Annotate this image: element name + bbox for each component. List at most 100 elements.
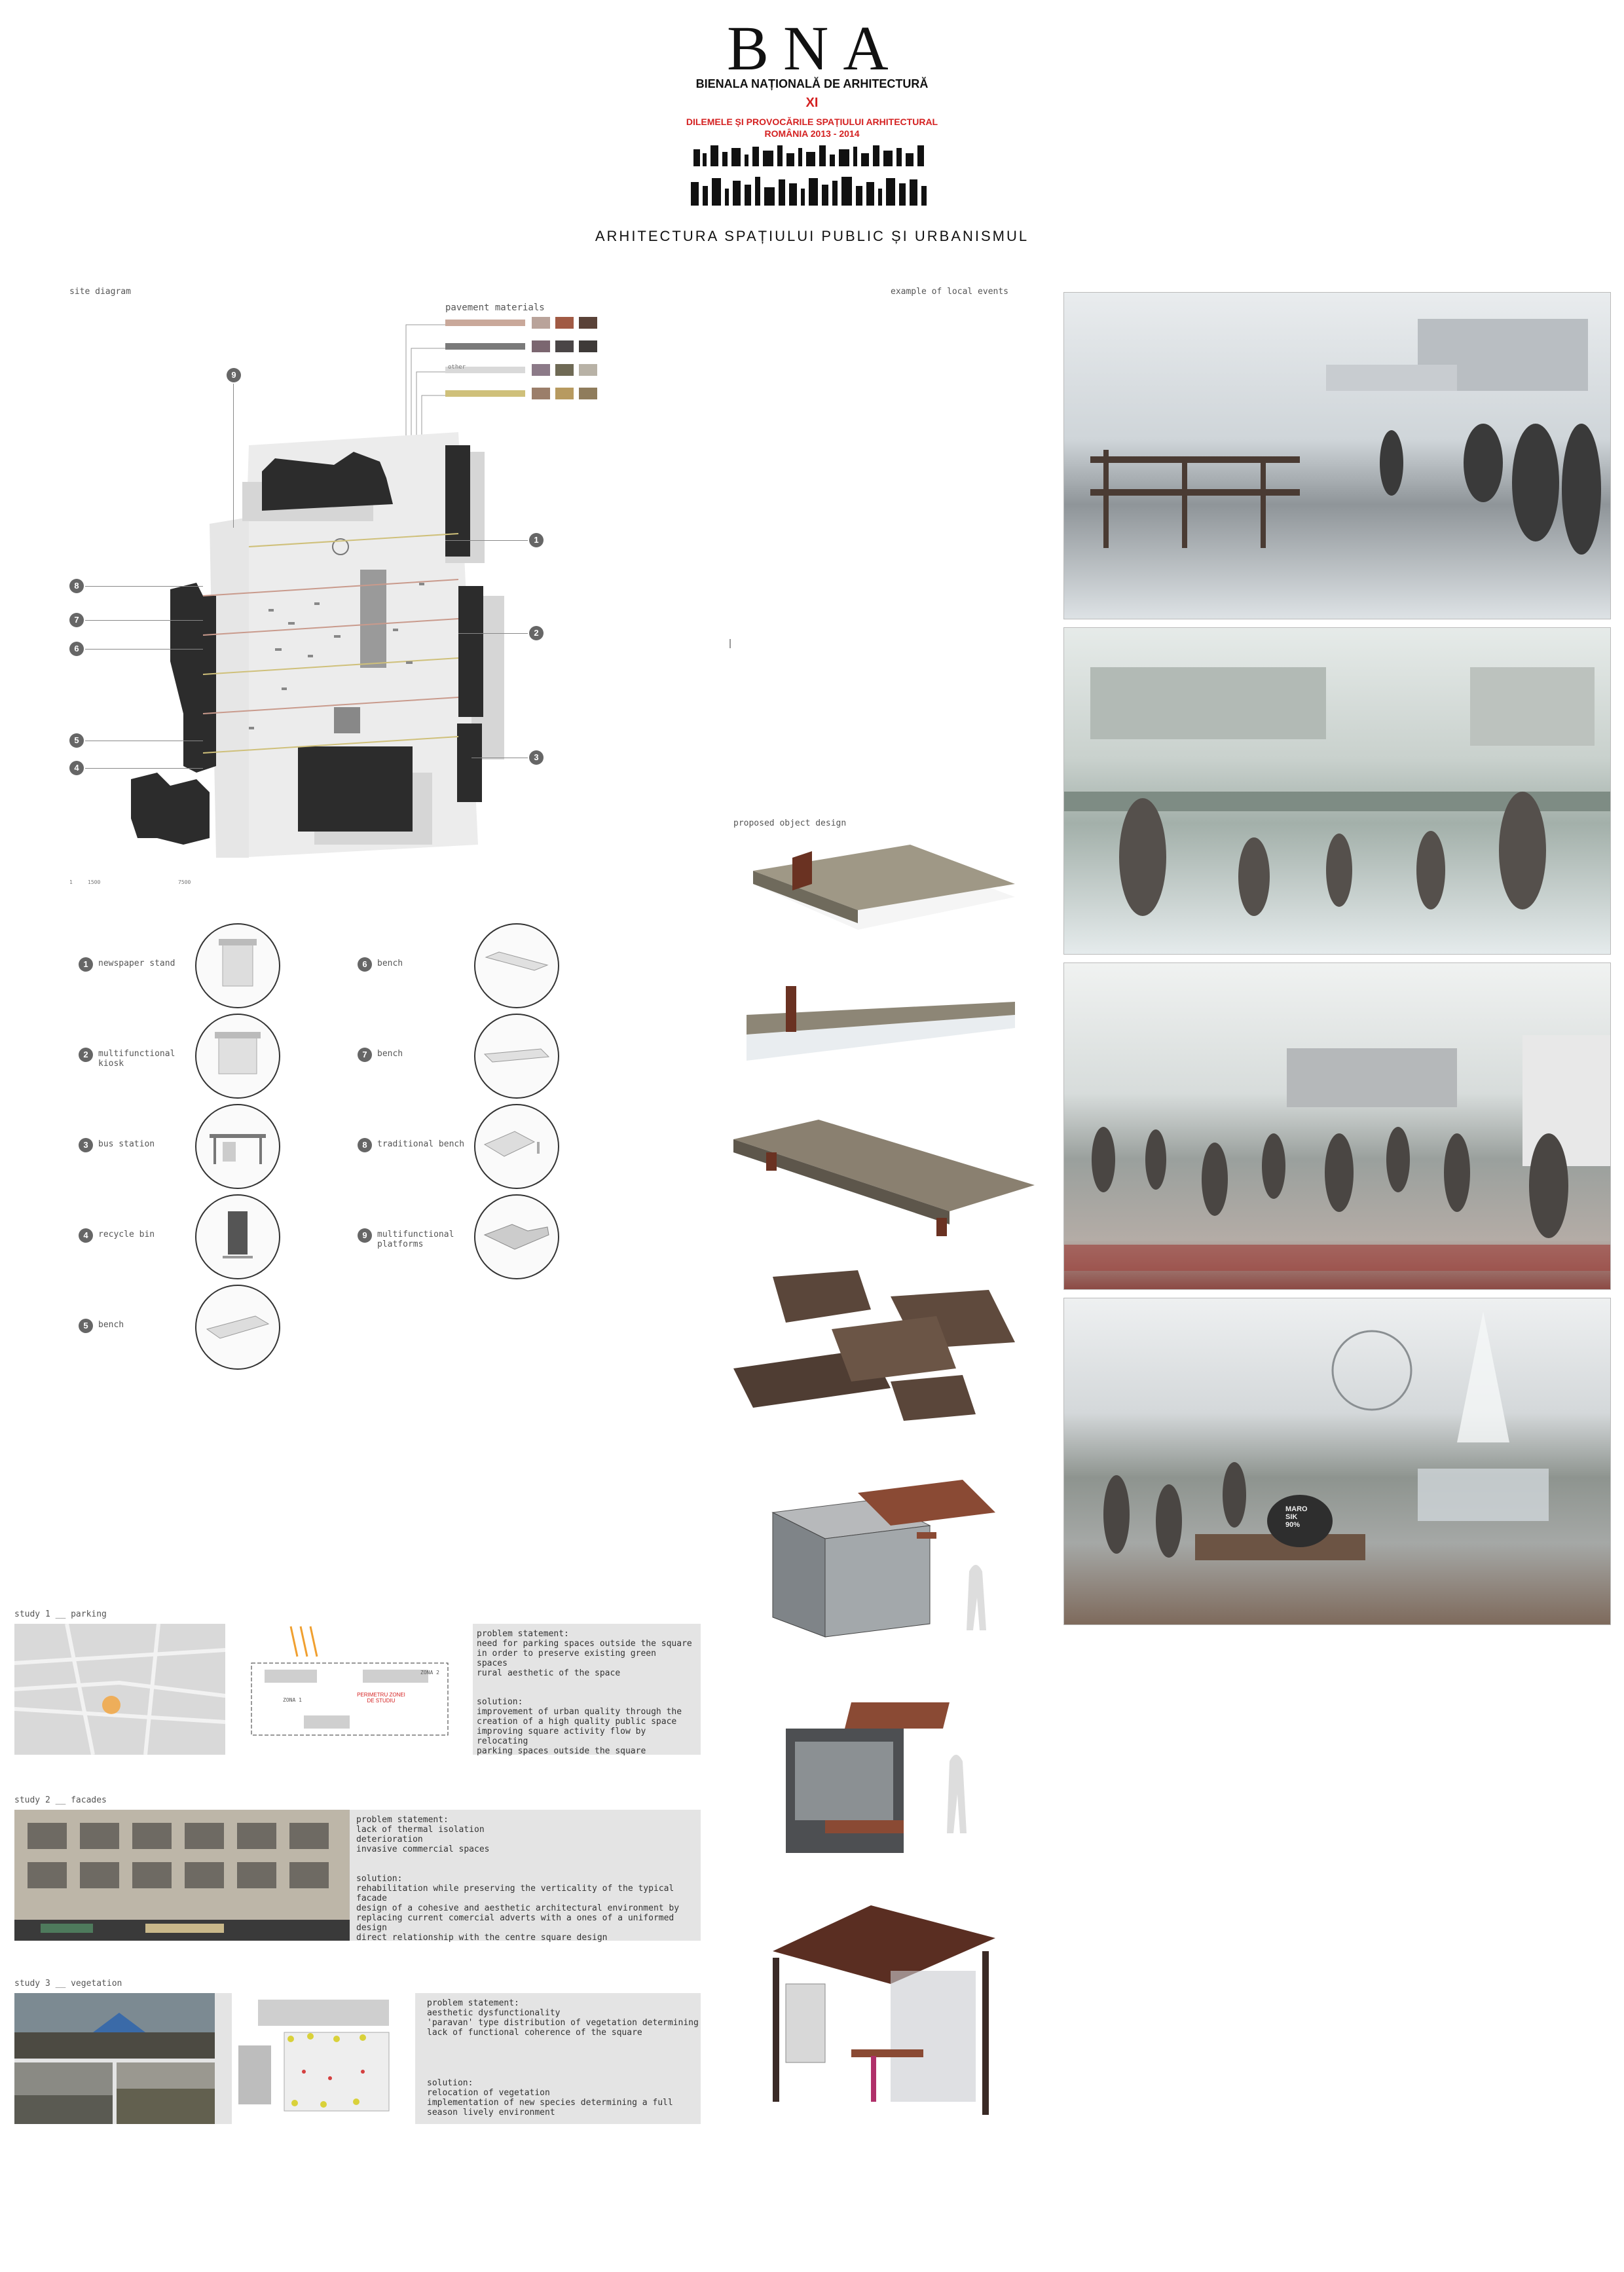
site-marker-5: 5 xyxy=(69,733,84,748)
study-3-vegetation-plan xyxy=(232,1993,415,2124)
study-3-solution: solution: relocation of vegetation imple… xyxy=(427,2078,673,2117)
scale-label: 1500 xyxy=(88,879,101,885)
traditional-bench-thumbnail xyxy=(474,1104,559,1189)
object-number: 4 xyxy=(79,1228,93,1243)
theme-line-1: DILEMELE ȘI PROVOCĂRILE SPAȚIULUI ARHITE… xyxy=(686,117,938,127)
section-title: ARHITECTURA SPAȚIULUI PUBLIC ȘI URBANISM… xyxy=(595,228,1029,244)
newspaper-stand-render xyxy=(786,1702,967,1853)
pavement-swatch xyxy=(579,388,597,399)
pavement-swatch xyxy=(555,364,574,376)
site-marker-1: 1 xyxy=(529,533,544,547)
pavement-line-1 xyxy=(445,320,525,326)
pavement-line-3 xyxy=(445,367,525,373)
site-marker-6: 6 xyxy=(69,642,84,656)
bus-station-thumbnail xyxy=(195,1104,280,1189)
study-1-zone-2: ZONA 2 xyxy=(420,1670,439,1676)
study-1-zone-1: ZONA 1 xyxy=(283,1697,302,1703)
object-label: traditional bench xyxy=(377,1139,465,1149)
bench-render-1 xyxy=(753,845,1015,930)
skyline-logo-graphic xyxy=(691,145,927,206)
theme-line-2: ROMÂNIA 2013 - 2014 xyxy=(764,128,860,139)
pavement-swatch xyxy=(579,364,597,376)
pavement-swatch xyxy=(579,340,597,352)
site-marker-7: 7 xyxy=(69,613,84,627)
pavement-materials-title: pavement materials xyxy=(445,302,545,313)
object-legend-item: 4 recycle bin xyxy=(79,1194,282,1279)
leader-line xyxy=(233,384,234,528)
bench-render-3 xyxy=(733,1120,1035,1236)
pavement-swatch xyxy=(579,317,597,329)
study-1-zone-plan xyxy=(225,1624,473,1755)
object-label: bench xyxy=(377,959,403,968)
bus-station-render xyxy=(773,1905,995,2115)
object-legend-item: 7 bench xyxy=(358,1014,561,1099)
kiosk-render xyxy=(771,1480,995,1638)
site-marker-2: 2 xyxy=(529,626,544,640)
object-label: bench xyxy=(377,1049,403,1059)
leader-line xyxy=(85,620,203,621)
study-1-zone-label: PERIMETRU ZONEI DE STUDIU xyxy=(357,1692,405,1704)
scale-label: 7500 xyxy=(178,879,191,885)
site-marker-8: 8 xyxy=(69,579,84,593)
object-legend-item: 8 traditional bench xyxy=(358,1104,561,1189)
object-legend-item: 5 bench xyxy=(79,1285,282,1370)
object-number: 7 xyxy=(358,1048,372,1062)
edition-number: XI xyxy=(805,96,819,110)
study-2-panel: problem statement: lack of thermal isola… xyxy=(14,1810,701,1943)
study-2-title: study 2 __ facades xyxy=(14,1795,107,1805)
recycle-bin-thumbnail xyxy=(195,1194,280,1279)
object-legend-item: 6 bench xyxy=(358,923,561,1008)
site-marker-4: 4 xyxy=(69,761,84,775)
pavement-swatch xyxy=(532,340,550,352)
leader-line xyxy=(85,586,203,587)
leader-line xyxy=(445,540,528,541)
pavement-swatch xyxy=(555,317,574,329)
object-number: 9 xyxy=(358,1228,372,1243)
study-1-panel: PERIMETRU ZONEI DE STUDIU ZONA 1 ZONA 2 … xyxy=(14,1624,701,1756)
pavement-materials-legend: pavement materials other xyxy=(445,302,616,407)
study-3-title: study 3 __ vegetation xyxy=(14,1979,122,1988)
pavement-swatch xyxy=(532,364,550,376)
proposed-title: proposed object design xyxy=(733,818,847,828)
leader-line xyxy=(85,768,203,769)
site-marker-3: 3 xyxy=(529,750,544,765)
study-2-facade-photo xyxy=(14,1810,350,1941)
event-render-fountain: MARO SIK 90% xyxy=(1063,1298,1611,1625)
study-2-problem: problem statement: lack of thermal isola… xyxy=(356,1815,490,1854)
pavement-swatch xyxy=(532,317,550,329)
cup-label: MARO SIK 90% xyxy=(1285,1505,1308,1529)
leader-line xyxy=(85,649,203,650)
object-number: 6 xyxy=(358,957,372,972)
study-3-photo-bottom-right xyxy=(117,2062,215,2124)
pavement-line-4 xyxy=(445,390,525,397)
study-3-problem: problem statement: aesthetic dysfunction… xyxy=(427,1998,699,2038)
object-legend-item: 3 bus station xyxy=(79,1104,282,1189)
bench-render-2 xyxy=(747,986,1015,1061)
divider-tick xyxy=(729,639,731,648)
study-1-title: study 1 __ parking xyxy=(14,1609,107,1619)
pavement-swatch xyxy=(555,388,574,399)
events-title: example of local events xyxy=(891,287,1009,297)
site-marker-9: 9 xyxy=(227,368,241,382)
object-number: 3 xyxy=(79,1138,93,1152)
object-label: multifunctional platforms xyxy=(377,1230,454,1249)
object-number: 2 xyxy=(79,1048,93,1062)
object-legend-item: 1 newspaper stand xyxy=(79,923,282,1008)
site-plan-map xyxy=(131,324,504,858)
study-3-photo-bottom-left xyxy=(14,2062,113,2124)
bench-thumbnail xyxy=(195,1285,280,1370)
object-legend-item: 9 multifunctional platforms xyxy=(358,1194,561,1279)
object-label: recycle bin xyxy=(98,1230,155,1239)
pavement-line-2 xyxy=(445,343,525,350)
kiosk-thumbnail xyxy=(195,1014,280,1099)
biennale-logo-title: BNA xyxy=(727,13,903,83)
study-1-problem: problem statement: need for parking spac… xyxy=(477,1629,692,1678)
site-diagram-title: site diagram xyxy=(69,287,131,297)
object-number: 8 xyxy=(358,1138,372,1152)
leader-line xyxy=(458,633,528,634)
platforms-render xyxy=(733,1270,1015,1421)
study-3-photo-top xyxy=(14,1993,215,2059)
study-2-solution: solution: rehabilitation while preservin… xyxy=(356,1874,680,1943)
object-label: multifunctional kiosk xyxy=(98,1049,175,1069)
object-label: bench xyxy=(98,1320,124,1330)
